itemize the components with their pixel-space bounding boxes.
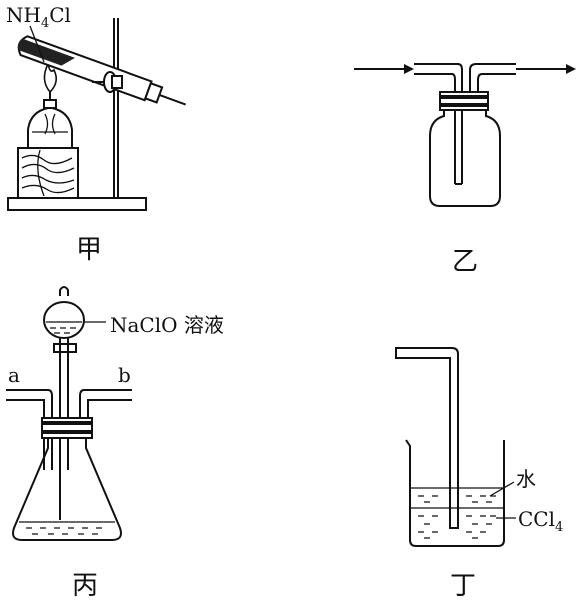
reagent-label-nh4cl: NH4Cl [6,3,71,31]
upper-layer-label: 水 [516,467,536,491]
wash-bottle [429,110,501,207]
wooden-block [17,147,79,199]
caption-ding: 丁 [450,571,476,601]
caption-yi: 乙 [452,247,478,277]
tube-a-label: a [8,363,20,387]
apparatus-bing: NaClO 溶液 a b 丙 [6,286,224,601]
beaker [405,439,505,547]
separatory-funnel [43,286,85,520]
stand-base [7,197,147,211]
caption-bing: 丙 [72,571,98,601]
bottle-stopper [439,91,489,111]
alcohol-lamp [27,90,73,149]
arrow-in-icon [404,64,414,74]
apparatus-ding: 水 CCl4 丁 [395,347,563,601]
lower-layer-label: CCl4 [518,507,563,535]
conical-flask [12,438,122,541]
flame-icon [43,61,58,94]
test-tube [17,35,187,106]
tube-b-label: b [118,363,131,387]
caption-jia: 甲 [76,235,102,265]
apparatus-yi: 乙 [354,63,576,277]
clamp [92,71,123,93]
apparatus-jia: NH4Cl 甲 [6,3,187,265]
bent-tube [395,347,459,529]
funnel-label: NaClO 溶液 [110,313,224,337]
arrow-out-icon [566,64,576,74]
